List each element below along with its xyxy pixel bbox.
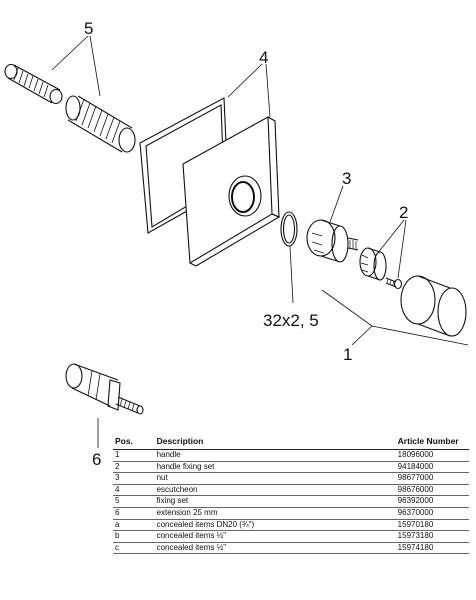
fixing-set-sleeve-small	[4, 63, 63, 105]
nut-cartridge	[306, 219, 359, 263]
leader-4b	[265, 63, 271, 118]
cell-pos: c	[113, 542, 155, 555]
fixing-set-sleeve-large	[65, 95, 136, 153]
cell-article: 18096000	[395, 449, 469, 462]
callout-1: 1	[343, 345, 352, 364]
cell-article: 98677000	[395, 472, 469, 485]
cell-pos: 2	[113, 461, 155, 474]
leader-2b	[397, 219, 407, 279]
header-article-number: Article Number	[395, 436, 469, 450]
cell-article: 96370000	[395, 507, 469, 520]
cell-pos: 4	[113, 484, 155, 497]
cell-description: escutcheon	[154, 484, 396, 497]
escutcheon-plate	[182, 116, 281, 267]
header-description: Description	[154, 436, 396, 450]
handle-fixing-adapter	[359, 247, 387, 281]
cell-description: fixing set	[154, 495, 396, 508]
cell-pos: b	[113, 530, 155, 543]
callout-3: 3	[342, 169, 351, 188]
cell-pos: a	[113, 519, 155, 532]
cell-description: handle fixing set	[154, 461, 396, 474]
callout-5: 5	[84, 19, 93, 38]
leader-oring	[289, 245, 294, 304]
callout-6: 6	[92, 450, 101, 469]
cell-description: extension 25 mm	[154, 507, 396, 520]
leader-5a	[51, 35, 89, 71]
leader-2a	[376, 219, 405, 255]
cell-article: 15973180	[395, 530, 469, 543]
cell-description: concealed items ½"	[154, 530, 396, 543]
leader-1	[351, 325, 373, 346]
cell-description: nut	[154, 472, 396, 485]
cell-pos: 5	[113, 495, 155, 508]
handle-knob	[400, 275, 467, 337]
leader-5b	[89, 35, 101, 97]
cell-pos: 3	[113, 472, 155, 485]
callout-oring-size: 32x2, 5	[263, 311, 319, 330]
extension-piece	[65, 363, 144, 415]
cell-description: concealed items DN20 (¾")	[154, 519, 396, 532]
header-pos: Pos.	[113, 436, 155, 450]
o-ring	[280, 211, 298, 247]
cell-description: handle	[154, 449, 396, 462]
table-header-row: Pos. Description Article Number	[113, 436, 469, 450]
callout-2: 2	[399, 203, 408, 222]
cell-description: concealed items ½"	[154, 542, 396, 555]
cell-article: 98676000	[395, 484, 469, 497]
leader-3	[329, 185, 344, 223]
cell-article: 15970180	[395, 519, 469, 532]
cell-article: 15974180	[395, 542, 469, 555]
cell-article: 96392000	[395, 495, 469, 508]
cell-pos: 1	[113, 449, 155, 462]
leader-4a	[227, 63, 263, 98]
cell-article: 94184000	[395, 461, 469, 474]
cell-pos: 6	[113, 507, 155, 520]
handle-fixing-screw	[385, 277, 403, 290]
callout-4: 4	[259, 48, 268, 67]
